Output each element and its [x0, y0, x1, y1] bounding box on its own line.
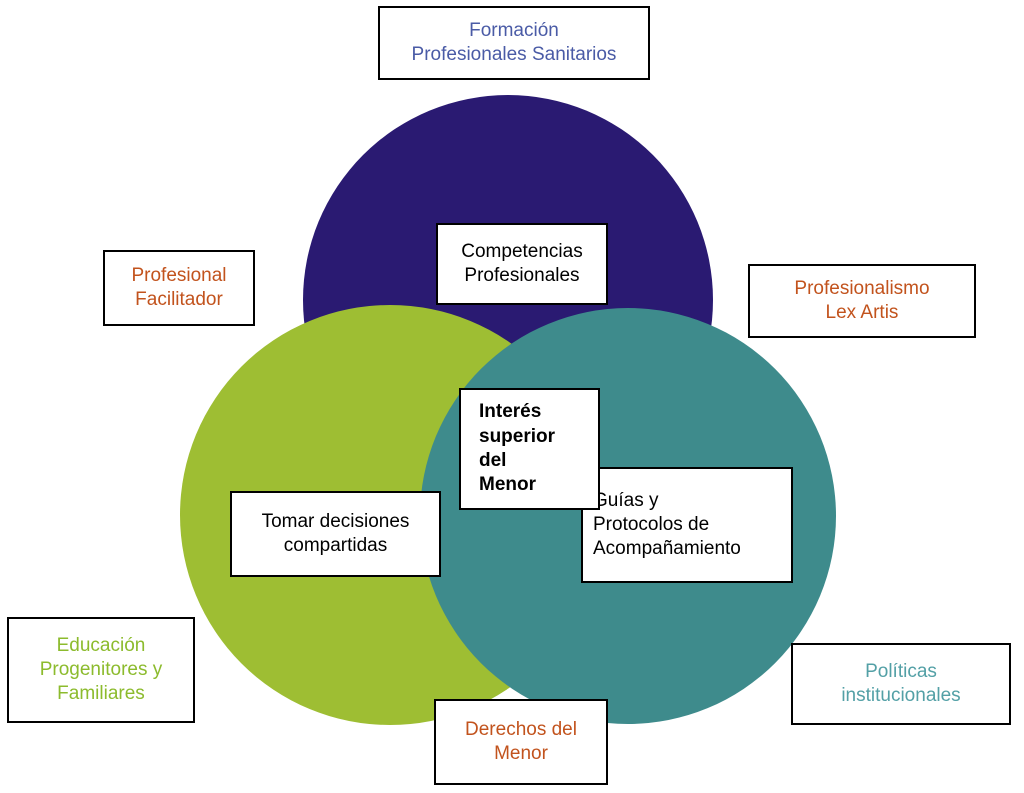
- competencias-profesionales-label: Competencias Profesionales: [436, 223, 608, 305]
- derechos-del-menor-label: Derechos del Menor: [434, 699, 608, 785]
- educacion-progenitores-familiares-label: Educación Progenitores y Familiares: [7, 617, 195, 723]
- interes-superior-del-menor-label: Interés superior del Menor: [459, 388, 600, 510]
- politicas-institucionales-label: Políticas institucionales: [791, 643, 1011, 725]
- guias-protocolos-acompanamiento-label: Guías y Protocolos de Acompañamiento: [581, 467, 793, 583]
- tomar-decisiones-compartidas-label: Tomar decisiones compartidas: [230, 491, 441, 577]
- formacion-profesionales-sanitarios-label: Formación Profesionales Sanitarios: [378, 6, 650, 80]
- profesionalismo-lex-artis-label: Profesionalismo Lex Artis: [748, 264, 976, 338]
- profesional-facilitador-label: Profesional Facilitador: [103, 250, 255, 326]
